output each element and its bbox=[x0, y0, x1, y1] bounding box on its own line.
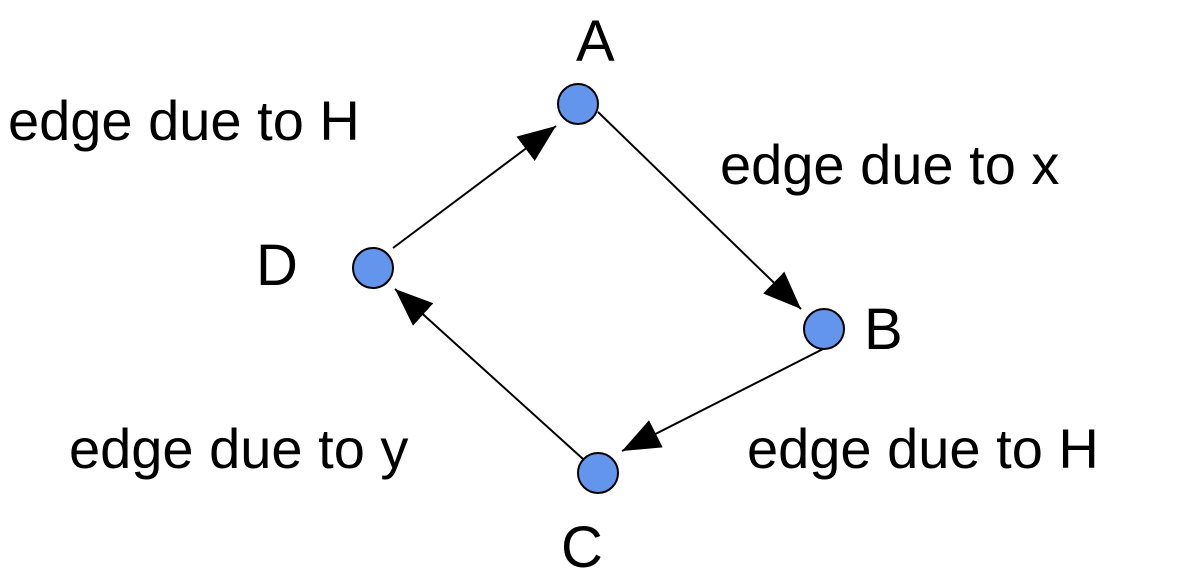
node-label-d: D bbox=[256, 233, 298, 298]
edge-label-d-to-a: edge due to H bbox=[8, 89, 360, 152]
edge-c-to-d bbox=[394, 288, 584, 460]
node-label-c: C bbox=[561, 515, 603, 580]
edge-label-c-to-d: edge due to y bbox=[69, 417, 408, 480]
edge-d-to-a bbox=[392, 125, 557, 249]
node-a bbox=[557, 83, 599, 125]
edge-label-b-to-c: edge due to H bbox=[747, 417, 1099, 480]
node-b bbox=[803, 308, 845, 350]
node-d bbox=[352, 247, 394, 289]
edge-b-to-c bbox=[621, 348, 824, 452]
edge-a-to-b bbox=[597, 111, 802, 310]
node-c bbox=[577, 452, 619, 494]
node-label-b: B bbox=[864, 297, 903, 362]
node-label-a: A bbox=[576, 9, 615, 74]
edge-label-a-to-b: edge due to x bbox=[720, 133, 1059, 196]
